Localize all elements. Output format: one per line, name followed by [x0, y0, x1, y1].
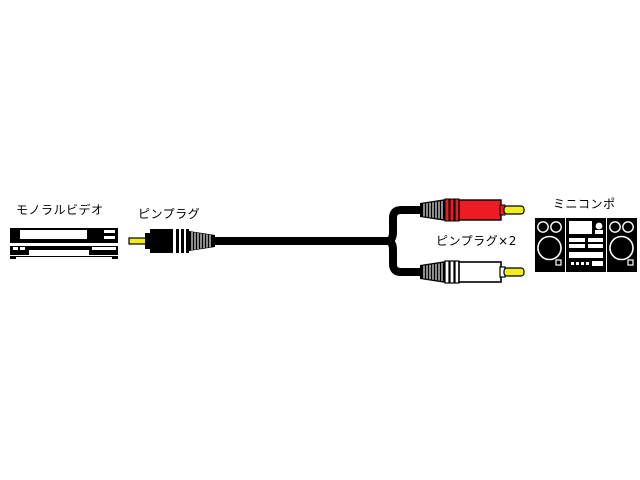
pin-plug-white-illustration — [420, 260, 525, 284]
label-source-plug: ピンプラグ — [138, 207, 201, 221]
label-source-device: モノラルビデオ — [16, 203, 104, 217]
pin-plug-single-illustration — [128, 229, 224, 253]
stereo-speaker-left — [535, 218, 565, 272]
monaural-video-deck-illustration — [10, 228, 118, 259]
mini-component-stereo-illustration — [535, 218, 637, 272]
cable-run-illustration — [220, 206, 424, 276]
label-dest-plug: ピンプラグ×2 — [436, 234, 517, 248]
pin-plug-red-illustration — [420, 198, 525, 222]
stereo-speaker-right — [607, 218, 637, 272]
label-dest-device: ミニコンポ — [553, 197, 616, 211]
stereo-center-unit — [566, 218, 606, 272]
